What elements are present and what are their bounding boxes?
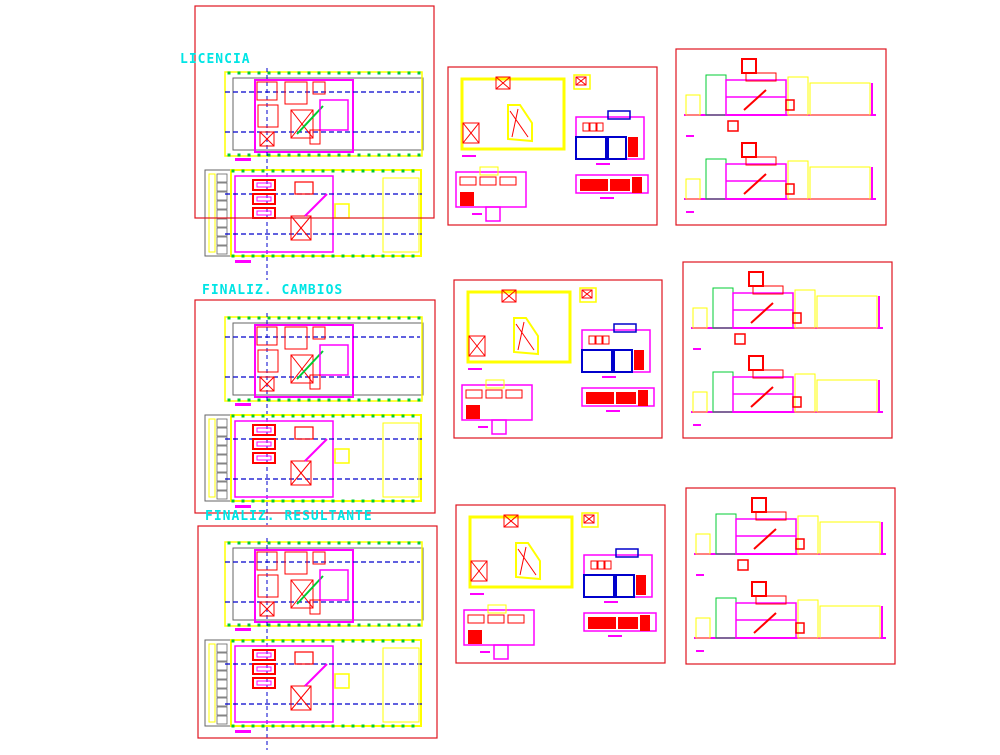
group-title: LICENCIA	[180, 52, 251, 67]
elevations-sheet	[682, 261, 893, 439]
elevations-sheet	[675, 48, 887, 226]
upper-floor-plan	[224, 68, 424, 280]
project-group-2	[194, 261, 893, 525]
ground-floor-plan	[204, 414, 423, 508]
upper-floor-plan	[224, 313, 424, 525]
floor-plan-sheet	[197, 525, 438, 750]
roof-and-sections-sheet	[453, 279, 663, 439]
ground-floor-plan	[204, 169, 423, 263]
upper-floor-plan	[224, 538, 424, 750]
floor-plan-sheet	[194, 5, 435, 280]
project-group-3	[197, 487, 896, 750]
roof-and-sections-sheet	[447, 66, 658, 226]
floor-plan-sheet	[194, 299, 436, 525]
group-title: FINALIZ. RESULTANTE	[205, 509, 373, 524]
ground-floor-plan	[204, 639, 423, 733]
project-group-1	[194, 5, 887, 280]
elevations-sheet	[685, 487, 896, 665]
group-title: FINALIZ. CAMBIOS	[202, 283, 344, 298]
roof-and-sections-sheet	[455, 504, 666, 664]
